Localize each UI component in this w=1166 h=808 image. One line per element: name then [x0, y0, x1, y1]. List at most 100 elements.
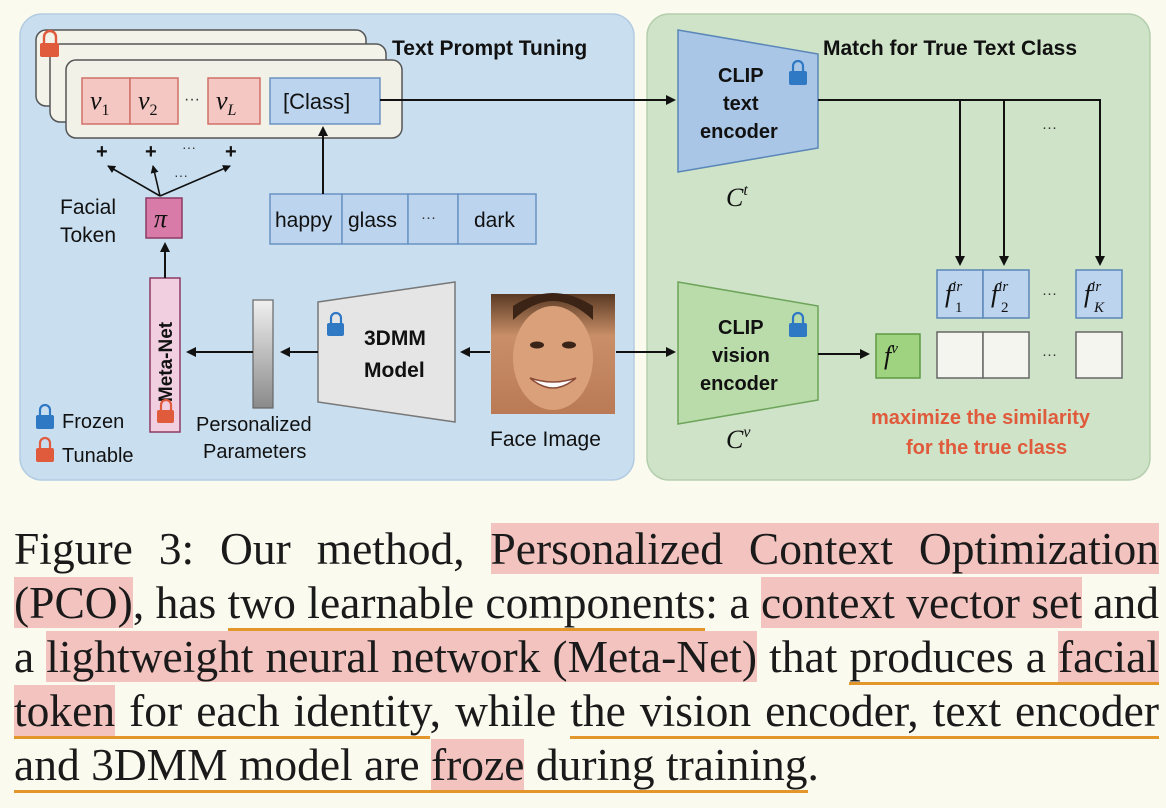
pi-symbol: π [154, 204, 168, 233]
class-word-ellipsis-cell [407, 193, 459, 245]
similarity-cell-2 [982, 331, 1030, 379]
arrow-ellipsis: ··· [174, 167, 188, 183]
class-word-glass [341, 193, 409, 245]
caption-period: . [807, 739, 819, 790]
context-token-v1 [81, 77, 131, 125]
meta-net-box [149, 277, 181, 433]
lock-icon-frozen-clip-vision [789, 311, 807, 337]
v1-subscript: 1 [102, 102, 110, 119]
context-token-v2 [129, 77, 179, 125]
svg-text:Ct: Ct [726, 182, 748, 212]
face-image [491, 293, 615, 414]
caption-underline-identity: for each identity [115, 685, 430, 739]
caption-part: Figure 3: Our method, [14, 523, 491, 574]
similarity-cell-1 [936, 331, 984, 379]
class-word-dark-label: dark [474, 209, 515, 232]
caption-part: : a [705, 577, 761, 628]
left-panel-title: Text Prompt Tuning [392, 37, 587, 60]
class-token-box [269, 77, 381, 125]
clip-text-encoder-shape [677, 29, 819, 173]
svg-text:vL: vL [216, 86, 237, 119]
clip-vision-line3: encoder [700, 373, 778, 395]
text-feature-K-symbol: f [1084, 279, 1095, 308]
text-feature-2 [982, 269, 1030, 319]
svg-text:fv: fv [884, 341, 898, 370]
class-word-happy [269, 193, 343, 245]
class-token-label: [Class] [283, 89, 350, 114]
svg-text:Cv: Cv [726, 424, 751, 454]
personalized-params-line2: Parameters [203, 441, 306, 463]
text-feature-2-symbol: f [991, 279, 1002, 308]
legend-tunable-lock-icon [36, 436, 54, 462]
text-feature-2-sup: ir [998, 279, 1008, 295]
vL-symbol: v [216, 86, 228, 115]
clip-vision-encoder-shape [677, 281, 819, 425]
clip-text-symbol: C [726, 183, 744, 212]
clip-vision-sup: v [743, 424, 751, 441]
context-ellipsis: ··· [184, 91, 200, 108]
plus-sign-1: + [96, 141, 108, 163]
meta-net-label: Meta-Net [156, 321, 177, 402]
clip-text-line1: CLIP [718, 65, 764, 87]
facial-token-pi-box [145, 197, 183, 239]
lock-icon-frozen-clip-text [789, 59, 807, 85]
context-token-vL [207, 77, 261, 125]
lock-icon-tunable-card [40, 29, 59, 57]
text-feature-1-symbol: f [945, 279, 956, 308]
text-feature-K-sup: ir [1091, 279, 1101, 295]
text-feature-K-sub: K [1093, 300, 1105, 316]
clip-text-line3: encoder [700, 121, 778, 143]
caption-part: , while [429, 685, 571, 736]
caption-part: and a [14, 577, 1159, 682]
caption-underline-encoders: the vision encoder, text encoder and 3DM… [14, 685, 1159, 793]
v2-symbol: v [138, 86, 150, 115]
clip-text-sup: t [743, 182, 748, 199]
text-feature-1 [936, 269, 984, 319]
v1-symbol: v [90, 86, 102, 115]
legend-tunable-label: Tunable [62, 445, 134, 467]
caption-part: that [757, 631, 850, 682]
vision-feature-symbol: f [884, 341, 895, 370]
plus-sign-3: + [225, 141, 237, 163]
caption-underline-produces: produces a [849, 631, 1058, 685]
vision-feature-sup: v [891, 341, 898, 357]
personalized-parameters-bar [252, 299, 274, 409]
caption-highlight-froze: froze [431, 739, 525, 793]
caption-highlight-meta-net: lightweight neural network (Meta-Net) [46, 631, 758, 682]
figure-caption: Figure 3: Our method, Personalized Conte… [14, 522, 1159, 793]
text-feature-ellipsis-top: ··· [1042, 119, 1057, 136]
clip-vision-symbol: C [726, 425, 744, 454]
facial-token-label-line1: Facial [60, 196, 116, 219]
similarity-ellipsis: ··· [1042, 346, 1057, 363]
similarity-note-line2: for the true class [906, 437, 1067, 459]
legend-frozen-lock-icon [36, 403, 54, 429]
clip-text-line2: text [723, 93, 759, 115]
lock-icon-frozen-3dmm [327, 311, 344, 336]
clip-vision-line2: vision [712, 345, 770, 367]
similarity-cell-K [1075, 331, 1123, 379]
text-feature-2-sub: 2 [1001, 300, 1009, 316]
text-feature-1-sub: 1 [955, 300, 963, 316]
text-feature-ellipsis: ··· [1042, 285, 1057, 302]
personalized-params-line1: Personalized [196, 414, 312, 436]
text-feature-1-sup: ir [952, 279, 962, 295]
vL-subscript: L [227, 102, 237, 119]
3dmm-label-line1: 3DMM [364, 327, 426, 350]
svg-text:v2: v2 [138, 86, 158, 119]
clip-vision-line1: CLIP [718, 317, 764, 339]
face-image-label: Face Image [490, 428, 601, 451]
plus-sign-2: + [145, 141, 157, 163]
svg-text:v1: v1 [90, 86, 110, 119]
class-word-happy-label: happy [275, 209, 333, 232]
right-panel-title: Match for True Text Class [823, 37, 1077, 60]
svg-text:fir: fir [1084, 279, 1101, 308]
similarity-note-line1: maximize the similarity [871, 407, 1091, 429]
3dmm-model-shape [317, 281, 456, 423]
caption-highlight-context-vector: context vector set [760, 577, 1082, 628]
3dmm-label-line2: Model [364, 359, 425, 382]
class-word-glass-label: glass [348, 209, 397, 232]
caption-underline-components: two learnable components [227, 577, 706, 631]
caption-part: , has [132, 577, 228, 628]
caption-underline-training: during training [524, 739, 808, 793]
v2-subscript: 2 [150, 102, 158, 119]
